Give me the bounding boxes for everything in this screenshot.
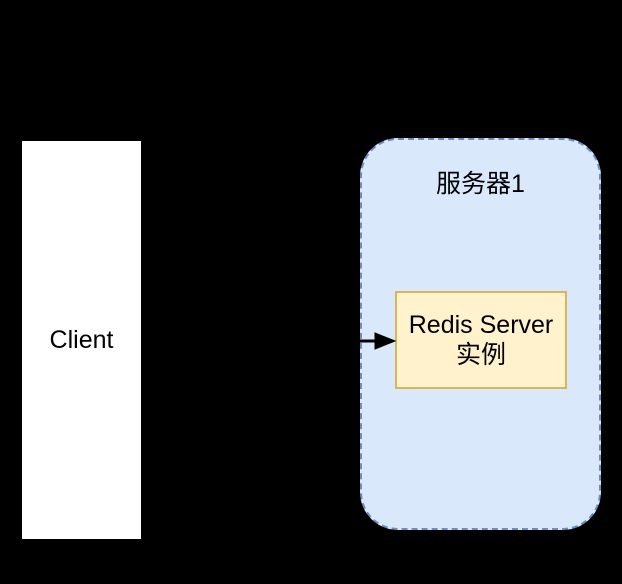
redis-label-line1: Redis Server [408, 311, 554, 339]
redis-label-line2: 实例 [455, 341, 506, 369]
server-group-node: 服务器1 Redis Server 实例 [360, 138, 601, 530]
server-group-label: 服务器1 [436, 170, 525, 198]
client-node: Client [22, 141, 141, 539]
client-label: Client [49, 325, 114, 354]
redis-server-node: Redis Server 实例 [395, 291, 567, 389]
